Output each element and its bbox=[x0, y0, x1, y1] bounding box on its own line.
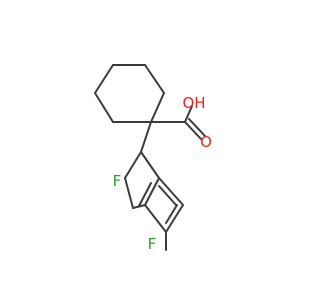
bond bbox=[124, 151, 142, 179]
fluorine-label-para: F bbox=[148, 235, 157, 253]
carboxylic-acid-group bbox=[150, 105, 206, 140]
bond bbox=[144, 204, 167, 233]
bond bbox=[184, 105, 193, 123]
bond bbox=[144, 64, 165, 94]
bond bbox=[124, 177, 134, 209]
bond bbox=[158, 185, 177, 206]
benzene-ring bbox=[124, 121, 184, 251]
bond bbox=[188, 118, 206, 137]
bond bbox=[165, 204, 178, 224]
bond bbox=[184, 121, 202, 140]
bond bbox=[138, 182, 152, 207]
bond bbox=[94, 64, 114, 94]
background bbox=[0, 0, 300, 300]
cyclohexane-ring bbox=[94, 64, 165, 123]
bond bbox=[144, 177, 160, 206]
carbonyl-oxygen-label: O bbox=[200, 133, 212, 151]
bond bbox=[94, 92, 114, 123]
molecule-structure-canvas: OH O F F bbox=[0, 0, 300, 300]
bond bbox=[158, 177, 184, 206]
bond bbox=[140, 121, 152, 153]
bond bbox=[140, 151, 160, 179]
bond bbox=[150, 92, 165, 123]
hydroxyl-label: OH bbox=[182, 94, 205, 112]
fluorine-label-ortho: F bbox=[113, 172, 122, 190]
bond bbox=[165, 204, 184, 233]
bond bbox=[132, 204, 146, 209]
